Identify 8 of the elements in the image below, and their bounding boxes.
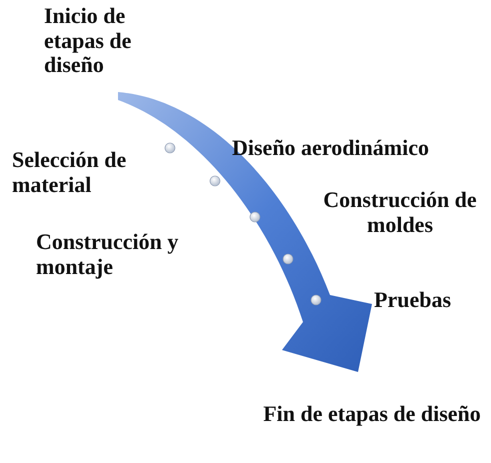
stage-label: Construcción de moldes <box>312 188 488 238</box>
curved-arrow <box>118 92 372 372</box>
stage-label: Construcción y montaje <box>36 230 236 280</box>
stage-label: Selección de material <box>12 148 162 198</box>
stage-label: Diseño aerodinámico <box>232 136 490 161</box>
stage-label: Pruebas <box>374 288 474 313</box>
stage-label: Inicio de etapas de diseño <box>44 4 168 78</box>
stage-label: Fin de etapas de diseño <box>262 402 482 427</box>
